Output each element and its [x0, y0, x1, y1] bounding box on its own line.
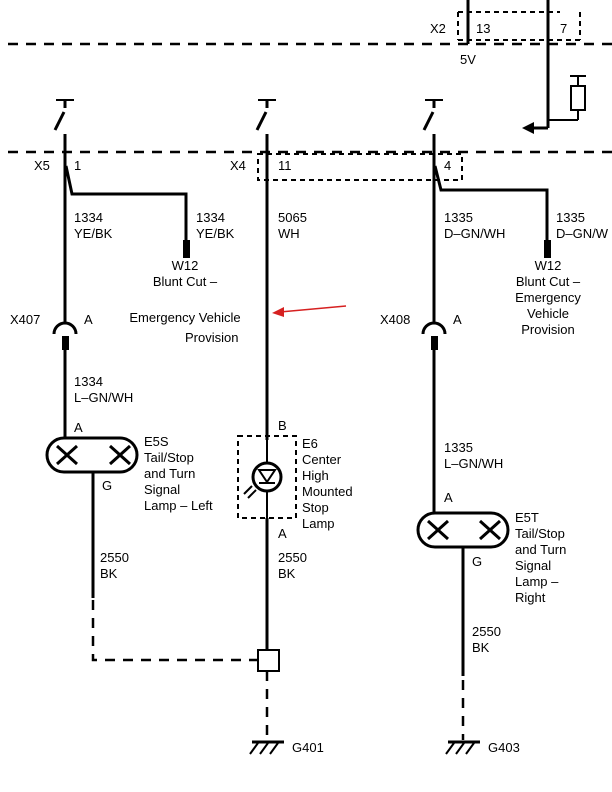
wire-center-ground-color: BK	[278, 566, 296, 581]
blunt-cut-right-line3: Vehicle	[527, 306, 569, 321]
wire-left-branch-number: 1334	[196, 210, 225, 225]
lamp-left-icon	[45, 436, 139, 474]
lamp-right-line1: Tail/Stop	[515, 526, 565, 541]
lamp-center-line4: Stop	[302, 500, 329, 515]
connector-x408-icon	[421, 321, 447, 350]
connector-x4-pin4: 4	[444, 158, 451, 173]
blunt-cut-right-line2: Emergency	[515, 290, 581, 305]
annotation-arrow-icon	[272, 305, 347, 317]
resistor-icon	[570, 85, 586, 111]
blunt-cut-right-line4: Provision	[521, 322, 574, 337]
blunt-cut-left-id: W12	[172, 258, 199, 273]
wire-right-main-color: D–GN/WH	[444, 226, 505, 241]
connector-x5-label: X5	[34, 158, 50, 173]
ground-g403-label: G403	[488, 740, 520, 755]
lamp-right-line2: and Turn	[515, 542, 566, 557]
connector-x5-pin1: 1	[74, 158, 81, 173]
voltage-5v-label: 5V	[460, 52, 476, 67]
connector-x407-pin: A	[84, 312, 93, 327]
lamp-left-pin-a: A	[74, 420, 83, 435]
blunt-cut-right-line1: Blunt Cut –	[516, 274, 581, 289]
lamp-center-box	[237, 435, 297, 519]
lamp-center-line5: Lamp	[302, 516, 335, 531]
wire-center-number: 5065	[278, 210, 307, 225]
lamp-left-line1: Tail/Stop	[144, 450, 194, 465]
wire-left-main-color: YE/BK	[74, 226, 113, 241]
lamp-right-pin-g: G	[472, 554, 482, 569]
connector-x4-label: X4	[230, 158, 246, 173]
lamp-right-id: E5T	[515, 510, 539, 525]
ground-g401-label: G401	[292, 740, 324, 755]
connector-x4-pin11: 11	[278, 158, 292, 173]
lamp-left-line3: Signal	[144, 482, 180, 497]
arrow-left-icon	[522, 122, 534, 134]
wire-right-ground-number: 2550	[472, 624, 501, 639]
blunt-cut-right-icon	[544, 240, 551, 258]
lamp-center-line1: Center	[302, 452, 342, 467]
connector-x408-label: X408	[380, 312, 410, 327]
connector-x407-label: X407	[10, 312, 40, 327]
lamp-center-line2: High	[302, 468, 329, 483]
wire-right-main-number: 1335	[444, 210, 473, 225]
blunt-cut-left-icon	[183, 240, 190, 258]
lamp-left-id: E5S	[144, 434, 169, 449]
wire-left-lower-color: L–GN/WH	[74, 390, 133, 405]
lamp-center-pin-a: A	[278, 526, 287, 541]
led-lamp-icon	[243, 440, 283, 518]
blunt-cut-left-line3: Provision	[185, 330, 238, 345]
switch-center-icon	[255, 99, 276, 150]
switch-right-icon	[422, 99, 443, 150]
wire-left-branch-color: YE/BK	[196, 226, 235, 241]
lamp-right-line3: Signal	[515, 558, 551, 573]
wire-left-ground-number: 2550	[100, 550, 129, 565]
wire-right-ground-color: BK	[472, 640, 490, 655]
wire-left-ground-splice	[91, 600, 258, 662]
connector-x2-pin7: 7	[560, 21, 567, 36]
wire-center-ground-number: 2550	[278, 550, 307, 565]
ground-splice-icon	[257, 649, 280, 672]
wire-right-lower-color: L–GN/WH	[444, 456, 503, 471]
connector-x408-pin: A	[453, 312, 462, 327]
connector-x2-label: X2	[430, 21, 446, 36]
wire-left-lower-number: 1334	[74, 374, 103, 389]
connector-x407-icon	[52, 321, 78, 350]
lamp-left-line4: Lamp – Left	[144, 498, 213, 513]
wire-right-branch-number: 1335	[556, 210, 585, 225]
lamp-right-pin-a: A	[444, 490, 453, 505]
wire-left-branch	[64, 165, 188, 256]
connector-x2-box	[457, 11, 581, 41]
lamp-right-line5: Right	[515, 590, 546, 605]
wire-center-color: WH	[278, 226, 300, 241]
lamp-center-pin-b: B	[278, 418, 287, 433]
lamp-right-icon	[416, 511, 510, 549]
blunt-cut-left-line2: Emergency Vehicle	[129, 310, 240, 325]
lamp-right-line4: Lamp –	[515, 574, 559, 589]
lamp-left-line2: and Turn	[144, 466, 195, 481]
switch-left-icon	[53, 99, 74, 150]
wire-right-branch-color: D–GN/W	[556, 226, 609, 241]
connector-x2-pin13: 13	[476, 21, 490, 36]
ground-g403-icon	[445, 740, 480, 755]
lamp-center-line3: Mounted	[302, 484, 353, 499]
blunt-cut-left-line1: Blunt Cut –	[153, 274, 218, 289]
connector-x4-box	[257, 153, 463, 181]
lamp-left-pin-g: G	[102, 478, 112, 493]
lamp-center-id: E6	[302, 436, 318, 451]
wire-left-ground-color: BK	[100, 566, 118, 581]
ground-g401-icon	[249, 740, 284, 755]
wire-right-lower-number: 1335	[444, 440, 473, 455]
wire-left-main-number: 1334	[74, 210, 103, 225]
wire-right-branch	[433, 165, 549, 256]
blunt-cut-right-id: W12	[535, 258, 562, 273]
